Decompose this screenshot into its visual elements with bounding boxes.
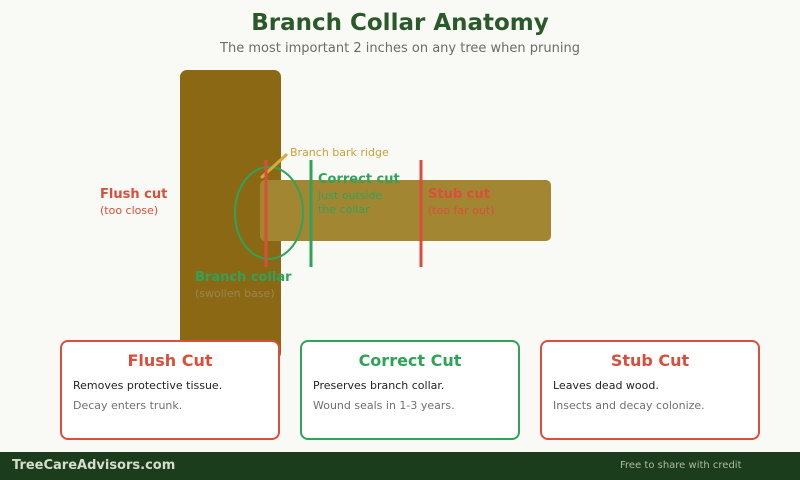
branch-collar-outline: [234, 166, 304, 260]
tree-branch: [260, 180, 551, 241]
anatomy-diagram: Branch bark ridge Flush cut (too close) …: [100, 70, 551, 360]
footer-bar: TreeCareAdvisors.com Free to share with …: [0, 452, 800, 480]
stub-cut-card-title: Stub Cut: [610, 351, 690, 370]
flush-cut-card-line-2: Decay enters trunk.: [73, 399, 183, 412]
bark-ridge-label: Branch bark ridge: [290, 146, 389, 159]
flush-cut-label: Flush cut: [100, 187, 167, 202]
correct-cut-card-title: Correct Cut: [358, 351, 462, 370]
stub-cut-card-line-1: Leaves dead wood.: [553, 379, 659, 392]
correct-cut-card-line-2: Wound seals in 1-3 years.: [313, 399, 455, 412]
footer-brand: TreeCareAdvisors.com: [12, 458, 176, 473]
stub-cut-sub: (too far out): [428, 204, 495, 217]
stub-cut-card: Stub Cut Leaves dead wood. Insects and d…: [540, 340, 760, 440]
tree-trunk: [180, 70, 281, 360]
flush-cut-sub: (too close): [100, 204, 158, 217]
correct-cut-sub-2: the collar: [318, 203, 370, 216]
correct-cut-sub-1: Just outside: [317, 189, 383, 202]
flush-cut-card-title: Flush Cut: [127, 351, 213, 370]
branch-collar-label: Branch collar: [195, 270, 292, 285]
correct-cut-card-line-1: Preserves branch collar.: [313, 379, 445, 392]
page-title: Branch Collar Anatomy: [251, 10, 549, 36]
flush-cut-card: Flush Cut Removes protective tissue. Dec…: [60, 340, 280, 440]
flush-cut-card-line-1: Removes protective tissue.: [73, 379, 223, 392]
correct-cut-label: Correct cut: [318, 172, 400, 187]
page-subtitle: The most important 2 inches on any tree …: [220, 41, 580, 56]
stub-cut-label: Stub cut: [428, 187, 490, 202]
stub-cut-card-line-2: Insects and decay colonize.: [553, 399, 705, 412]
branch-collar-sub: (swollen base): [195, 287, 275, 300]
correct-cut-card: Correct Cut Preserves branch collar. Wou…: [300, 340, 520, 440]
footer-credit: Free to share with credit: [620, 460, 742, 471]
